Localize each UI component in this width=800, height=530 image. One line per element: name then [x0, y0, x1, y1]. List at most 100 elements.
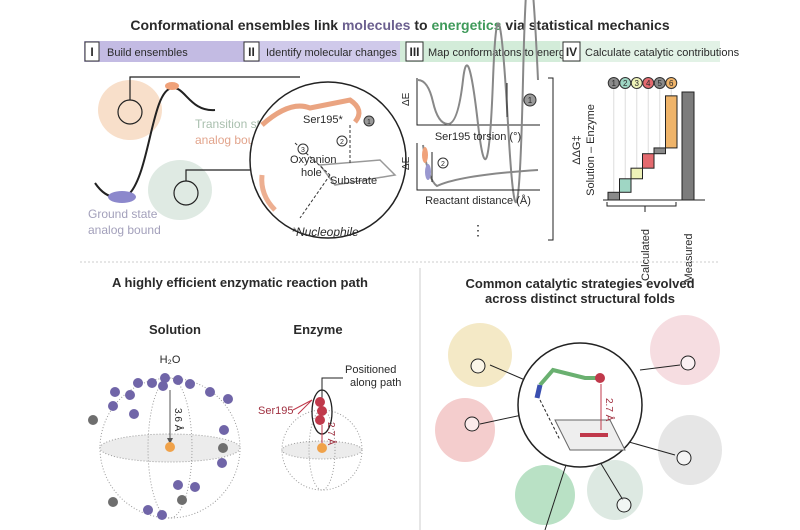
water-molecule: [143, 505, 153, 515]
more-plots-ellipsis: ⋮: [471, 222, 485, 238]
water-molecule: [177, 495, 187, 505]
water-molecule: [88, 415, 98, 425]
step-4: IV Calculate catalytic contributions: [562, 41, 740, 62]
step-1: I Build ensembles: [84, 41, 188, 62]
bracket: [548, 77, 554, 241]
ensemble-landscape: Transition state analog bound Ground sta…: [88, 76, 300, 237]
ground-state-label-2: analog bound: [88, 223, 161, 237]
fold-protein: [448, 323, 512, 387]
water-molecule: [218, 443, 228, 453]
water-molecule: [129, 409, 139, 419]
x-axis-label: Reactant distance (Å): [425, 194, 531, 207]
measured-label: Measured: [683, 234, 695, 283]
nucleophile-footnote: *Nucleophile: [291, 225, 359, 239]
contribution-bar-5: [653, 147, 666, 155]
fold-protein: [650, 315, 720, 385]
fold-protein: [658, 415, 722, 485]
contribution-bar-3: [630, 167, 643, 180]
oxyanion-label: Oxyanion: [290, 154, 336, 166]
category-label: 3: [635, 79, 640, 88]
y-axis-label: ΔE: [401, 92, 412, 106]
step-number: III: [409, 45, 419, 59]
active-site-zoom: Ser195* Oxyanion hole Substrate 1 2 3 *N…: [249, 81, 407, 239]
ground-state-protein: [148, 160, 212, 220]
category-label: 6: [669, 79, 674, 88]
step-number: II: [248, 45, 255, 59]
step-label: Build ensembles: [107, 47, 188, 59]
calculated-label: Calculated: [640, 229, 652, 281]
folds-title: Common catalytic strategies evolved: [465, 276, 694, 291]
substrate-label: Substrate: [330, 175, 377, 187]
water-molecule: [147, 378, 157, 388]
ground-state-label: Ground state: [88, 207, 158, 221]
transition-state-protein: [98, 80, 162, 140]
ground-state-blob: [108, 191, 136, 203]
y-axis-label: ΔE: [401, 156, 412, 170]
water-molecule: [217, 458, 227, 468]
water-molecule: [133, 378, 143, 388]
measured-bar: [681, 91, 695, 201]
fold-protein: [435, 398, 495, 462]
catalytic-contributions-chart: ΔΔG‡ Solution – Enzyme Calculated Measur…: [571, 77, 705, 283]
svg-text:3: 3: [301, 147, 305, 154]
ser195-label: Ser195*: [303, 114, 343, 126]
enzyme-title: Enzyme: [293, 322, 342, 337]
water-molecule: [108, 497, 118, 507]
contribution-bar-4: [642, 153, 655, 169]
water-molecule: [173, 480, 183, 490]
contribution-bar-1: [607, 191, 620, 201]
conserved-distance: 2.7 Å: [603, 398, 616, 422]
water-molecule: [185, 379, 195, 389]
water-molecule: [110, 387, 120, 397]
transition-state-label-2: analog bound: [195, 133, 268, 147]
solution-title: Solution: [149, 322, 201, 337]
marker-2: 2: [336, 135, 348, 147]
figure-title: Conformational ensembles link molecules …: [130, 17, 669, 33]
svg-text:2: 2: [340, 139, 344, 146]
svg-text:2: 2: [441, 161, 445, 168]
substrate-atom: [165, 442, 175, 452]
energy-plot-2: 2 ΔE Reactant distance (Å) ⋮: [401, 143, 540, 238]
chart-ylabel: ΔΔG‡: [571, 135, 583, 164]
folds-title-2: across distinct structural folds: [485, 291, 675, 306]
water-molecule: [158, 381, 168, 391]
svg-text:1: 1: [528, 96, 533, 105]
solution-panel: Solution H₂O 3.6 Å: [88, 322, 241, 520]
positioned-label: Positioned: [345, 364, 396, 376]
chart-ylabel-2: Solution – Enzyme: [585, 104, 597, 196]
category-label: 2: [623, 79, 628, 88]
step-2: II Identify molecular changes: [243, 41, 397, 62]
step-3: III Map conformations to energy: [405, 41, 571, 62]
positioned-label-2: along path: [350, 377, 401, 389]
solution-distance: 3.6 Å: [172, 408, 185, 432]
water-molecule: [219, 425, 229, 435]
category-marker: [665, 77, 678, 89]
x-axis-label: Ser195 torsion (°): [435, 131, 521, 143]
fold-protein: [515, 465, 575, 525]
water-molecule: [157, 510, 167, 520]
energy-plot-1: 1 ΔE Ser195 torsion (°): [401, 0, 540, 203]
category-label: 1: [612, 79, 617, 88]
water-molecule: [173, 375, 183, 385]
water-molecule: [125, 390, 135, 400]
water-molecule: [205, 387, 215, 397]
category-label: 5: [658, 79, 663, 88]
ser195-residue-label: Ser195: [258, 405, 293, 417]
step-number: IV: [566, 45, 577, 59]
reaction-path-title: A highly efficient enzymatic reaction pa…: [112, 275, 368, 290]
structural-folds: 2.7 Å: [435, 315, 722, 530]
water-molecule: [190, 482, 200, 492]
enzyme-distance: 2.7 Å: [325, 422, 338, 446]
svg-text:1: 1: [367, 119, 371, 126]
water-label: H₂O: [160, 354, 181, 366]
water-molecule: [108, 401, 118, 411]
transition-state-blob: [165, 82, 179, 90]
water-molecule: [223, 394, 233, 404]
step-label: Identify molecular changes: [266, 47, 397, 59]
marker-3: 3: [297, 143, 309, 155]
step-number: I: [90, 45, 93, 59]
oxyanion-label-2: hole: [301, 167, 322, 179]
water-molecule: [160, 373, 170, 383]
